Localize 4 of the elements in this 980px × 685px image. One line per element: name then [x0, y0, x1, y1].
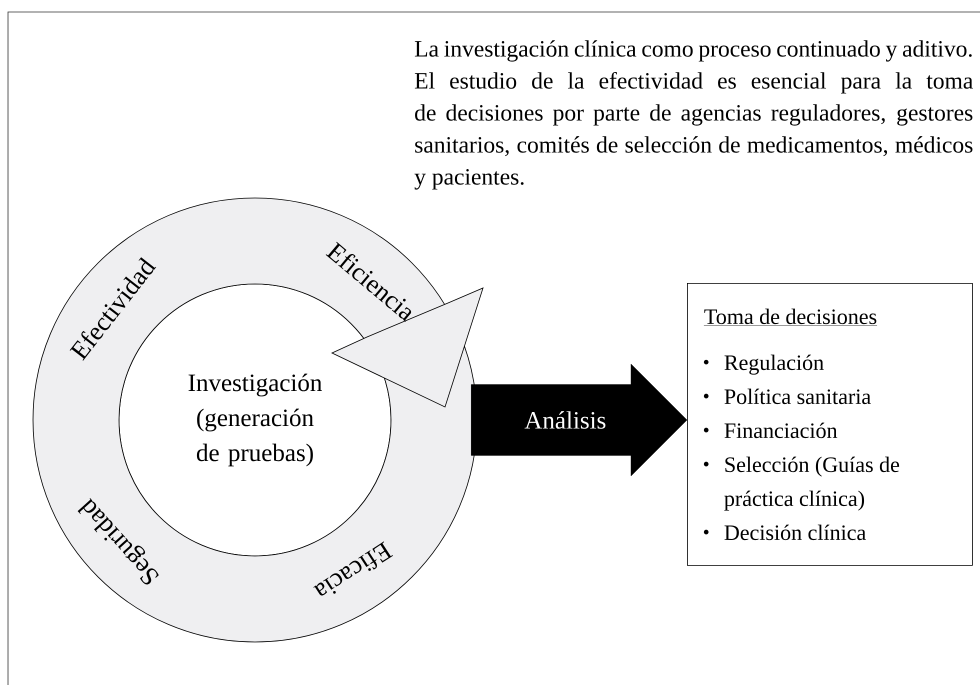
edge-label: Análisis: [524, 411, 606, 429]
decision-box: Toma de decisiones Regulación Política sanitaria Financiación Selección (Guías de práctica clínica) Decisión clínica: [687, 283, 973, 566]
description-text: La investigación clínica como proceso continuado y aditivo. El estudio de la efectividad es esencial para la toma de decisiones por parte de agencias reguladores, gestores sanitarios, comités de selección de medicamentos, médicos y pacientes.: [414, 40, 973, 190]
block-arrow: [471, 364, 688, 476]
